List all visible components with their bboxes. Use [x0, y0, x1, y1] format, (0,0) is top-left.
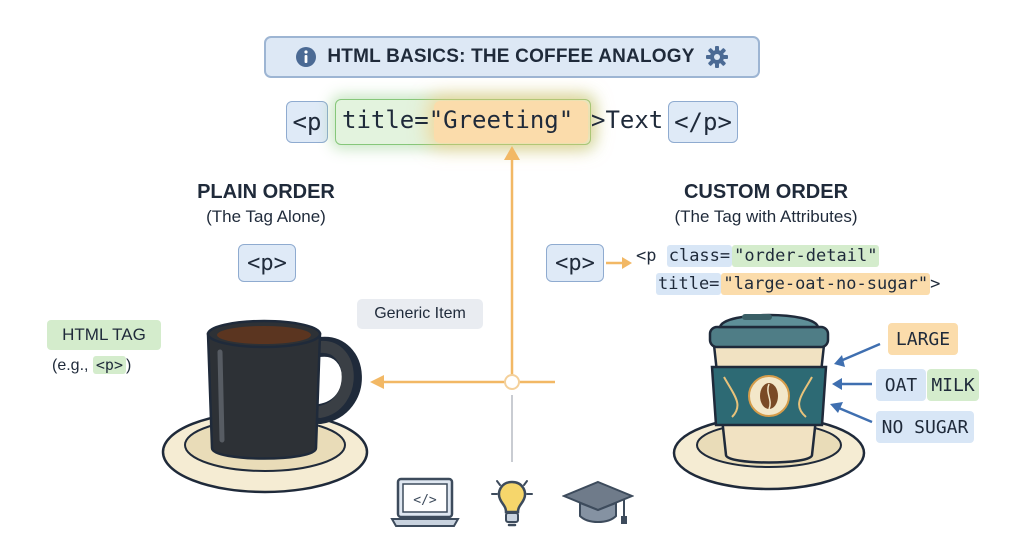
html-tag-badge: HTML TAG	[47, 320, 161, 350]
plain-order-subheading: (The Tag Alone)	[206, 207, 326, 226]
custom-order-subheading: (The Tag with Attributes)	[674, 207, 858, 226]
title-attr: title=	[656, 273, 722, 295]
attribute-value: "Greeting"	[428, 106, 574, 134]
arrow-up-icon	[504, 146, 520, 160]
arrow-left-icon	[370, 375, 384, 389]
coffee-mug-icon	[161, 319, 369, 494]
generic-item-label: Generic Item	[357, 299, 483, 329]
title-value: "large-oat-no-sugar"	[721, 273, 931, 295]
code-close-tag: </p>	[668, 101, 738, 143]
coffee-cup-icon	[672, 313, 866, 491]
gear-icon	[705, 46, 728, 68]
title-banner: HTML BASICS: THE COFFEE ANALOGY	[264, 36, 760, 78]
example-code: <p>	[92, 356, 126, 374]
value-highlight	[434, 101, 588, 143]
large-label: LARGE	[888, 323, 958, 355]
class-value: "order-detail"	[732, 245, 880, 267]
custom-p-tag: <p>	[546, 244, 604, 282]
custom-code-line-1: <p class="order-detail"	[636, 245, 880, 267]
oat-label: OAT	[876, 369, 926, 401]
example-prefix: (e.g.,	[52, 357, 93, 374]
example-suffix: )	[126, 357, 132, 374]
custom-order-heading: CUSTOM ORDER	[683, 181, 849, 203]
info-icon	[296, 47, 317, 67]
code-open-tag: <p	[286, 101, 328, 143]
code-attribute: title="Greeting"	[342, 106, 573, 134]
code-text: >Text	[591, 106, 664, 134]
page-title: HTML BASICS: THE COFFEE ANALOGY	[327, 46, 695, 67]
lightbulb-icon	[491, 480, 533, 527]
html-tag-example: (e.g., <p>)	[52, 356, 131, 375]
plain-p-tag: <p>	[238, 244, 296, 282]
custom-open: <p	[636, 246, 667, 266]
custom-code-line-2: title="large-oat-no-sugar">	[656, 273, 941, 295]
svg-text:</>: </>	[413, 493, 437, 508]
class-attr: class=	[666, 245, 733, 267]
no-sugar-label: NO SUGAR	[876, 411, 974, 443]
plain-order-heading: PLAIN ORDER	[197, 181, 335, 203]
graduation-cap-icon	[562, 480, 634, 524]
milk-label: MILK	[927, 369, 979, 401]
laptop-code-icon: </>	[390, 477, 460, 527]
custom-close: >	[930, 274, 941, 294]
attribute-name: title=	[342, 106, 429, 134]
